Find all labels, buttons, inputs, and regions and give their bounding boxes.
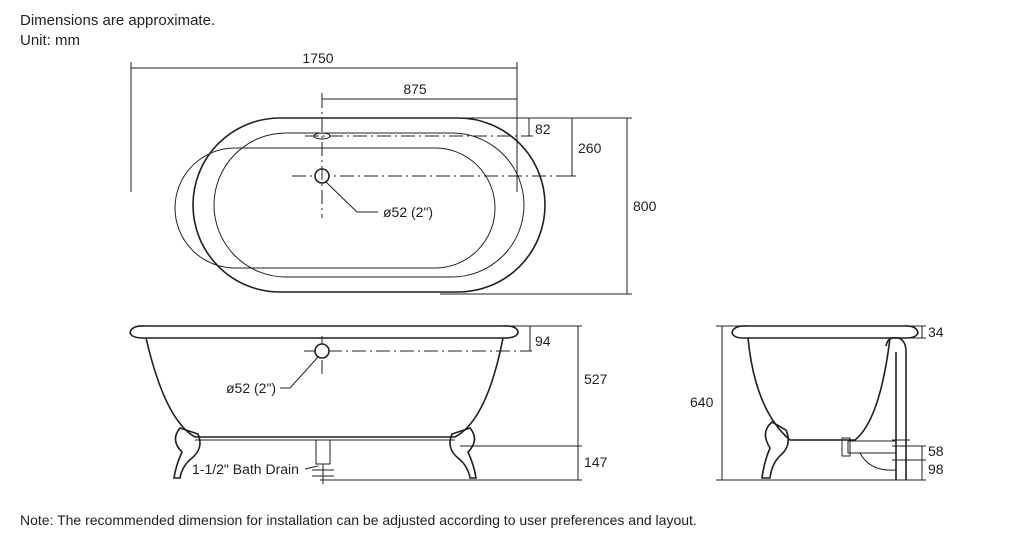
end-drain-flange (841, 437, 851, 457)
end-foot (761, 421, 790, 479)
drain-leader (325, 181, 378, 213)
side-view-body (145, 337, 504, 438)
side-foot-right (449, 427, 477, 479)
overflow-drop-label: 94 (535, 333, 551, 349)
rim-height-label: 34 (928, 324, 944, 340)
installation-note: Note: The recommended dimension for inst… (20, 512, 697, 528)
unit-note: Unit: mm (20, 32, 80, 49)
side-overflow-leader (280, 356, 319, 389)
end-drain-trap (859, 452, 897, 471)
bath-drain-leader (304, 465, 319, 470)
top-view-rim-line (213, 132, 525, 278)
end-view-body (747, 337, 891, 441)
top-view-inner-basin (174, 147, 496, 269)
top-view-outer-outline (192, 117, 546, 293)
side-foot-left (173, 427, 201, 479)
floor-clearance-label: 98 (928, 461, 944, 477)
total-height-label: 640 (690, 394, 714, 410)
foot-height-label: 147 (584, 454, 608, 470)
overall-width-label: 800 (633, 198, 657, 214)
drain-height-label: 58 (928, 443, 944, 459)
side-overflow-hole (314, 343, 330, 359)
overflow-hole (313, 132, 331, 140)
end-drain-shoe (847, 440, 897, 454)
end-view: 640 34 58 98 (690, 324, 944, 481)
drain-offset-label: 260 (578, 140, 602, 156)
overall-length-label: 1750 (302, 50, 333, 66)
side-drain-pipe (315, 439, 331, 465)
approximate-note: Dimensions are approximate. (20, 12, 216, 29)
side-view-rim (129, 325, 519, 339)
top-view: 1750 875 82 260 800 ø52 (2") (130, 50, 657, 295)
top-drain-label: ø52 (2") (383, 204, 433, 220)
overflow-offset-label: 82 (535, 121, 551, 137)
bath-drain-label: 1-1/2" Bath Drain (192, 461, 299, 477)
tub-height-label: 527 (584, 371, 608, 387)
side-view: 94 527 147 ø52 (2") 1-1/2" Bath Drain (129, 325, 608, 484)
end-overflow-elbow (885, 336, 907, 353)
end-view-rim (731, 325, 919, 339)
side-overflow-label: ø52 (2") (226, 380, 276, 396)
half-length-label: 875 (403, 81, 427, 97)
header-notes: Dimensions are approximate. Unit: mm (20, 11, 215, 51)
